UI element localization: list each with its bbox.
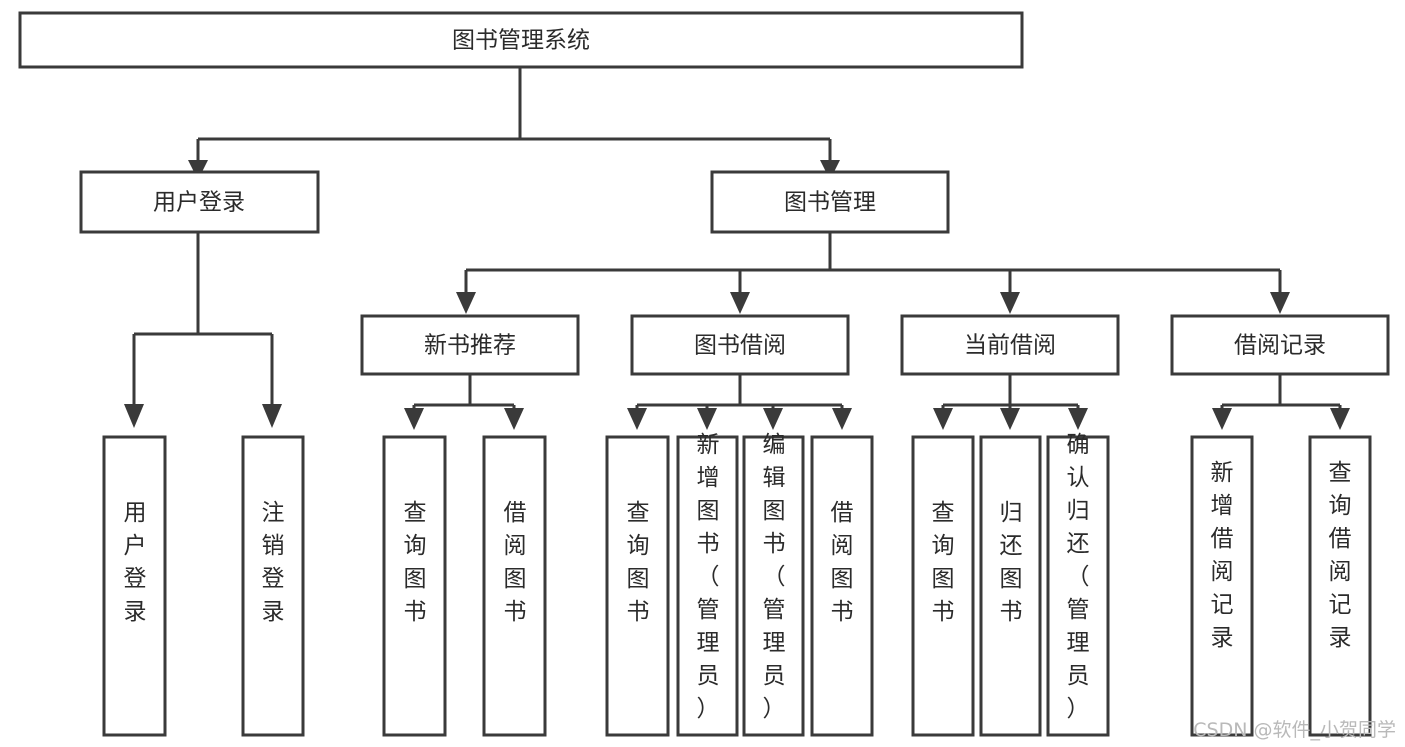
new-book-recommend-box[interactable] [360, 314, 580, 376]
leaf-node-borrow-book-1[interactable]: 借阅图书 [482, 435, 547, 737]
current-borrow-label: 当前借阅 [964, 333, 1056, 359]
connector-borrow-record-to-leaves [1220, 374, 1342, 412]
connector-current-borrow-to-leaves [941, 374, 1080, 412]
leaf-edit-book-label: 编辑图书（管理员） [763, 432, 786, 722]
leaf-node-edit-book[interactable]: 编辑图书（管理员） [742, 432, 805, 737]
connector-root-to-level2-bus [196, 67, 832, 162]
user-login-label: 用户登录 [153, 190, 245, 216]
leaf-query-record-box[interactable] [1308, 435, 1372, 737]
leaf-return-book-label: 归还图书 [1000, 500, 1023, 625]
node-user-login[interactable]: 用户登录 [79, 170, 320, 234]
leaf-query-book-2-box[interactable] [605, 435, 670, 737]
node-current-borrow[interactable]: 当前借阅 [900, 314, 1120, 376]
leaf-add-book-label: 新增图书（管理员） [697, 432, 720, 722]
leaf-user-login-box[interactable] [102, 435, 167, 737]
arrow-to-leaf-return-book [1000, 408, 1020, 430]
leaf-query-book-3-label: 查询图书 [932, 500, 955, 625]
leaf-node-add-record[interactable]: 新增借阅记录 [1190, 435, 1254, 737]
book-manage-box[interactable] [710, 170, 950, 234]
arrow-to-leaf-edit-book [763, 408, 783, 430]
new-book-recommend-label: 新书推荐 [424, 333, 516, 359]
arrow-to-leaf-query-book-1 [404, 408, 424, 430]
arrow-to-leaf-query-record [1330, 408, 1350, 430]
leaf-node-user-login[interactable]: 用户登录 [102, 435, 167, 737]
leaf-add-record-box[interactable] [1190, 435, 1254, 737]
leaf-confirm-return-label: 确认归还（管理员） [1067, 432, 1090, 722]
node-new-book-recommend[interactable]: 新书推荐 [360, 314, 580, 376]
book-borrow-box[interactable] [630, 314, 850, 376]
leaf-node-logout[interactable]: 注销登录 [241, 435, 305, 737]
leaf-query-book-1-box[interactable] [382, 435, 447, 737]
arrow-to-user-login [188, 160, 208, 180]
arrow-to-leaf-query-book-2 [627, 408, 647, 430]
connector-book-manage-to-level3-bus [464, 232, 1282, 294]
node-root[interactable]: 图书管理系统 [18, 11, 1024, 69]
root-box[interactable] [18, 11, 1024, 69]
arrow-to-leaf-logout [262, 404, 282, 428]
leaf-node-return-book[interactable]: 归还图书 [979, 435, 1042, 737]
leaf-return-book-box[interactable] [979, 435, 1042, 737]
borrow-record-label: 借阅记录 [1234, 333, 1326, 359]
node-borrow-record[interactable]: 借阅记录 [1170, 314, 1390, 376]
arrow-to-current-borrow [1000, 292, 1020, 314]
book-manage-label: 图书管理 [784, 190, 876, 216]
user-login-box[interactable] [79, 170, 320, 234]
leaf-borrow-book-1-label: 借阅图书 [504, 500, 527, 625]
arrow-to-book-manage [820, 160, 840, 180]
leaf-add-book-box[interactable] [676, 435, 739, 737]
csdn-watermark: CSDN @软件_小贺同学 [1193, 719, 1396, 741]
arrow-to-leaf-query-book-3 [933, 408, 953, 430]
leaf-edit-book-box[interactable] [742, 435, 805, 737]
leaf-query-record-label: 查询借阅记录 [1329, 460, 1352, 651]
arrow-to-leaf-add-book [697, 408, 717, 430]
leaf-confirm-return-box[interactable] [1046, 435, 1110, 737]
root-label: 图书管理系统 [452, 28, 590, 54]
leaf-borrow-book-2-box[interactable] [810, 435, 874, 737]
leaf-query-book-1-label: 查询图书 [404, 500, 427, 625]
leaf-node-confirm-return[interactable]: 确认归还（管理员） [1046, 432, 1110, 737]
connector-book-borrow-to-leaves [635, 374, 844, 412]
arrow-to-book-borrow [730, 292, 750, 314]
leaf-node-add-book[interactable]: 新增图书（管理员） [676, 432, 739, 737]
leaf-node-query-book-2[interactable]: 查询图书 [605, 435, 670, 737]
arrow-to-leaf-borrow-book-2 [832, 408, 852, 430]
connector-layer [124, 67, 1350, 430]
leaf-add-record-label: 新增借阅记录 [1211, 460, 1234, 651]
leaf-logout-box[interactable] [241, 435, 305, 737]
leaf-query-book-3-box[interactable] [911, 435, 975, 737]
leaf-node-borrow-book-2[interactable]: 借阅图书 [810, 435, 874, 737]
leaf-user-login-label: 用户登录 [124, 500, 147, 625]
arrow-to-new-book-recommend [456, 292, 476, 314]
current-borrow-box[interactable] [900, 314, 1120, 376]
book-borrow-label: 图书借阅 [694, 333, 786, 359]
arrow-to-leaf-user-login [124, 404, 144, 428]
leaf-node-query-book-3[interactable]: 查询图书 [911, 435, 975, 737]
leaf-node-query-record[interactable]: 查询借阅记录 [1308, 435, 1372, 737]
arrow-to-borrow-record [1270, 292, 1290, 314]
node-book-borrow[interactable]: 图书借阅 [630, 314, 850, 376]
arrow-to-leaf-borrow-book-1 [504, 408, 524, 430]
borrow-record-box[interactable] [1170, 314, 1390, 376]
arrow-to-leaf-confirm-return [1068, 408, 1088, 430]
leaf-borrow-book-1-box[interactable] [482, 435, 547, 737]
connector-new-book-recommend-to-leaves [412, 374, 516, 412]
node-book-manage[interactable]: 图书管理 [710, 170, 950, 234]
leaf-borrow-book-2-label: 借阅图书 [831, 500, 854, 625]
arrow-to-leaf-add-record [1212, 408, 1232, 430]
leaf-query-book-2-label: 查询图书 [627, 500, 650, 625]
leaf-logout-label: 注销登录 [262, 500, 285, 625]
leaf-node-query-book-1[interactable]: 查询图书 [382, 435, 447, 737]
connector-user-login-to-leaves [132, 232, 274, 405]
